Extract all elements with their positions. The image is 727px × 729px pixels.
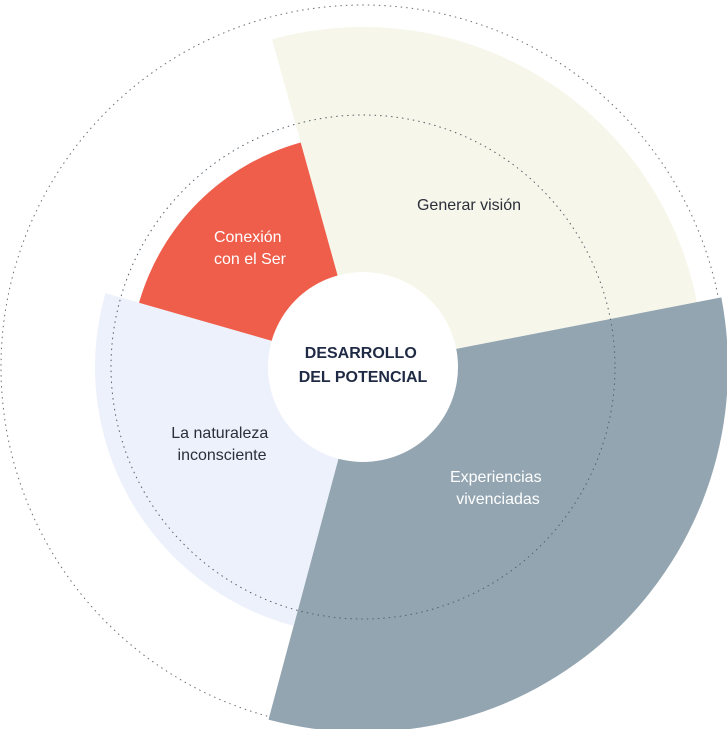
center-title: DESARROLLO DEL POTENCIAL: [299, 345, 428, 386]
inner-dotted-ring: [110, 114, 616, 620]
label-conexion-con-el-ser: Conexión con el Ser: [214, 229, 287, 268]
label-generar-vision: Generar visión: [417, 197, 521, 214]
label-naturaleza-inconsciente: La naturaleza inconsciente: [171, 425, 272, 464]
center-circle: [268, 272, 458, 462]
label-experiencias-vivenciadas: Experiencias vivenciadas: [450, 469, 546, 508]
